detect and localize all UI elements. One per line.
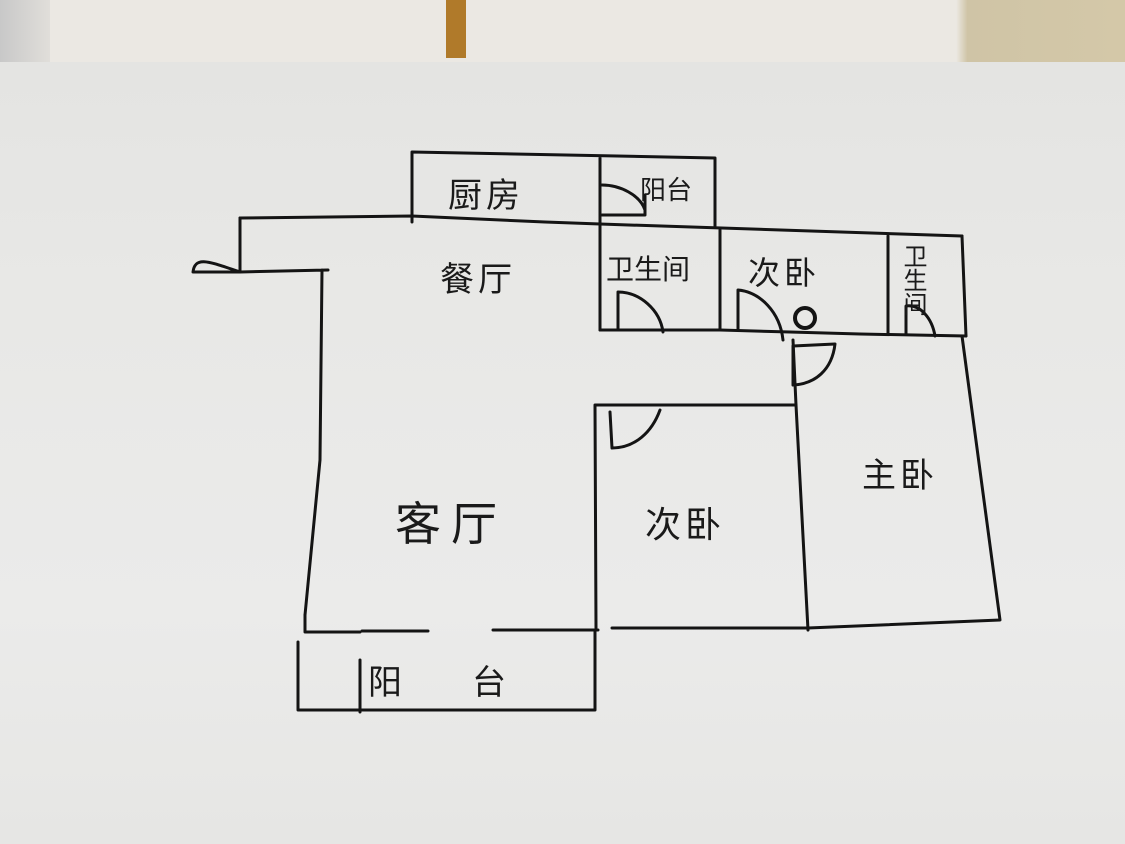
paper-sheet <box>0 62 1125 844</box>
fixture-icon <box>793 306 817 330</box>
bedroom-s-walls <box>593 403 810 630</box>
bedroom-n-door-icon <box>736 288 785 342</box>
bathroom1-door-icon <box>616 290 665 334</box>
room-label-bathroom-1: 卫生间 <box>606 253 691 286</box>
north-rooms-bottom <box>598 328 968 338</box>
room-label-master-bedroom: 主卧 <box>862 456 938 496</box>
south-balcony-walls <box>296 628 597 714</box>
room-label-balcony-south: 阳台 <box>368 663 576 703</box>
balcony-door-icon <box>600 183 647 217</box>
entry-wall <box>238 268 330 617</box>
background-card <box>50 0 950 70</box>
room-label-bathroom-2: 卫生间 <box>899 244 927 316</box>
room-label-second-bedroom-south: 次卧 <box>645 505 726 546</box>
living-bottom-wall <box>303 613 600 634</box>
master-door-icon <box>791 342 837 387</box>
room-label-balcony-north: 阳台 <box>640 176 693 206</box>
bedroom-s-door-icon <box>608 408 662 450</box>
entry-door-icon <box>191 216 242 274</box>
room-label-second-bedroom-north: 次卧 <box>748 254 821 292</box>
top-wall <box>238 214 964 238</box>
bathroom2-door-icon <box>904 304 937 338</box>
room-label-dining: 餐厅 <box>440 260 516 300</box>
room-label-living-room: 客厅 <box>395 497 507 551</box>
room-label-kitchen: 厨房 <box>448 176 524 216</box>
north-rooms-walls <box>598 222 968 338</box>
kitchen-walls <box>410 150 717 228</box>
background-wood-strip <box>446 0 466 58</box>
